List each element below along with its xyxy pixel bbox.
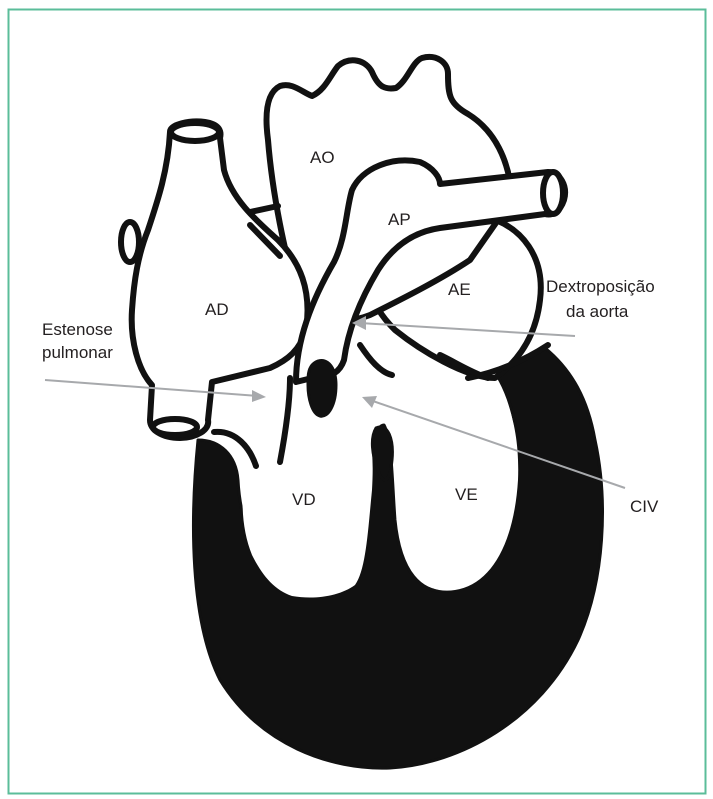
vena-cava-bottom [153,419,197,435]
label-dextroposicao-2: da aorta [566,302,629,321]
label-vd: VD [292,490,316,509]
pulmonary-branch-end [543,172,563,214]
vena-cava-top [171,123,219,141]
septal-blob [308,361,336,417]
label-ad: AD [205,300,229,319]
label-estenose-2: pulmonar [42,343,113,362]
label-ao: AO [310,148,335,167]
label-estenose-1: Estenose [42,320,113,339]
label-ae: AE [448,280,471,299]
label-civ: CIV [630,497,659,516]
label-ap: AP [388,210,411,229]
vena-cava-side [121,222,139,262]
label-dextroposicao-1: Dextroposição [546,277,655,296]
label-ve: VE [455,485,478,504]
